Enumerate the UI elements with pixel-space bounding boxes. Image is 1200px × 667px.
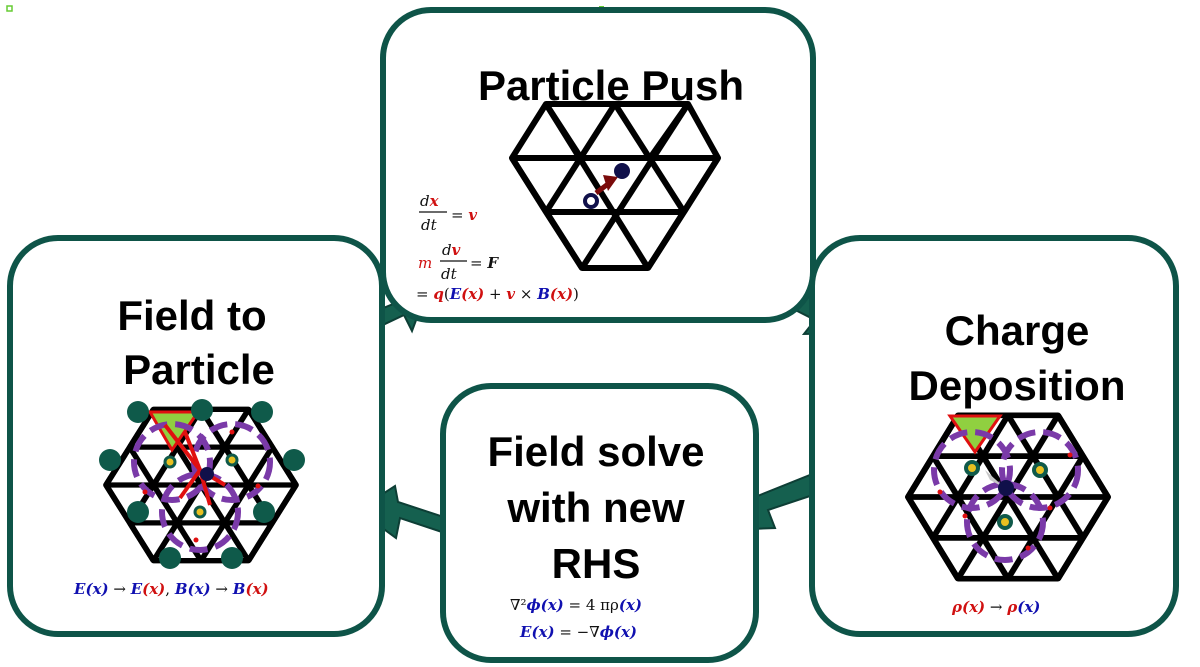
mesh-field-to-particle — [99, 399, 305, 569]
title-charge-deposition-line2: Deposition — [909, 362, 1126, 409]
box-charge-deposition: Charge Deposition ρ(x) → ρ(x) — [809, 235, 1179, 637]
equations-particle-push: dx dt = v m dv dt = F = q(E(x) + v × B(x… — [416, 192, 579, 303]
particle-motion — [583, 163, 630, 209]
box-field-solve: Field solve with new RHS ∇²ϕ(x) = 4 πρ(x… — [440, 383, 759, 663]
svg-text:= q(E(x) + v × B(x)): = q(E(x) + v × B(x)) — [416, 285, 579, 303]
svg-text:= F: = F — [470, 254, 499, 272]
box-frame — [7, 235, 385, 637]
title-field-to-particle-line2: Particle — [123, 346, 275, 393]
box-frame — [380, 7, 816, 323]
box-particle-push: Particle Push dx dt = v m dv dt = F = q(… — [380, 7, 816, 323]
svg-text:dx: dx — [420, 192, 440, 210]
equation-poisson: ∇²ϕ(x) = 4 πρ(x) — [510, 596, 642, 614]
svg-text:m: m — [418, 254, 432, 272]
title-charge-deposition-line1: Charge — [945, 307, 1090, 354]
box-field-to-particle: Field to Particle — [7, 235, 385, 637]
title-field-solve-line2: with new — [506, 484, 685, 531]
box-frame — [440, 383, 759, 663]
title-field-solve-line3: RHS — [552, 540, 641, 587]
svg-text:dt: dt — [421, 216, 438, 234]
corner-marker — [6, 5, 13, 12]
mesh-charge-deposition — [908, 415, 1108, 578]
svg-text:dt: dt — [441, 265, 458, 283]
title-field-solve-line1: Field solve — [487, 428, 704, 475]
title-field-to-particle-line1: Field to — [117, 292, 266, 339]
mesh-particle-push — [509, 101, 721, 271]
title-particle-push: Particle Push — [478, 62, 744, 109]
equation-field-to-particle: E(x) → E(x), B(x) → B(x) — [73, 580, 269, 598]
equation-charge-deposition: ρ(x) → ρ(x) — [951, 598, 1040, 616]
svg-text:dv: dv — [442, 241, 461, 259]
equation-efield: E(x) = −∇ϕ(x) — [519, 623, 637, 641]
svg-text:= v: = v — [451, 206, 477, 224]
